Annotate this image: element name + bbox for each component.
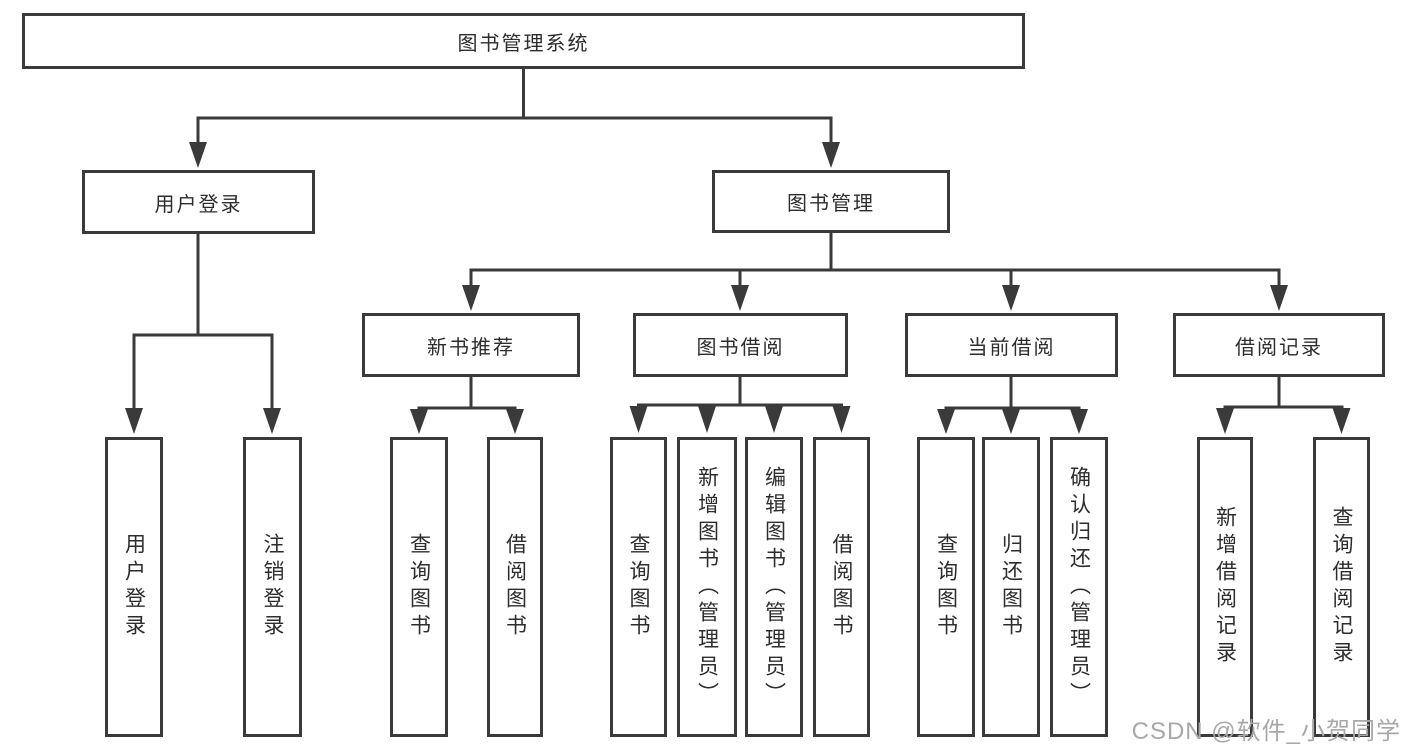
leaf-query-books-current-label: 查询图书 (934, 533, 958, 641)
leaf-query-borrow-record-label: 查询借阅记录 (1330, 506, 1353, 668)
node-borrow-records: 借阅记录 (1173, 313, 1385, 377)
edge-borrow-records-branch (1216, 377, 1351, 434)
leaf-borrow-books-recommend: 借阅图书 (487, 437, 543, 737)
leaf-logout: 注销登录 (243, 437, 302, 737)
leaf-user-login-label: 用户登录 (122, 533, 146, 641)
leaf-add-borrow-record: 新增借阅记录 (1197, 437, 1253, 737)
leaf-confirm-return-admin: 确认归还（管理员） (1050, 437, 1108, 737)
leaf-add-books-admin: 新增图书（管理员） (677, 437, 737, 737)
node-current-borrow-label: 当前借阅 (967, 336, 1056, 359)
node-root-label: 图书管理系统 (457, 32, 590, 55)
edge-current-borrow-branch (937, 377, 1088, 434)
node-book-borrow-label: 图书借阅 (696, 336, 785, 359)
leaf-borrow-books: 借阅图书 (813, 437, 870, 737)
leaf-query-books-recommend: 查询图书 (390, 437, 448, 737)
leaf-query-books-borrow: 查询图书 (610, 437, 667, 737)
node-user-login-label: 用户登录 (154, 193, 243, 216)
edge-user-login-branch (125, 234, 281, 434)
leaf-confirm-return-admin-label: 确认归还（管理员） (1067, 465, 1091, 709)
leaf-borrow-books-recommend-label: 借阅图书 (503, 533, 527, 641)
leaf-borrow-books-label: 借阅图书 (830, 533, 853, 641)
csdn-watermark: CSDN @软件_小贺同学 (1131, 718, 1401, 745)
leaf-logout-label: 注销登录 (261, 533, 284, 641)
edge-book-management-branch (462, 233, 1288, 311)
leaf-add-books-admin-label: 新增图书（管理员） (695, 465, 719, 709)
leaf-query-books-borrow-label: 查询图书 (627, 533, 650, 641)
leaf-query-books-recommend-label: 查询图书 (407, 533, 431, 641)
leaf-add-borrow-record-label: 新增借阅记录 (1213, 506, 1237, 668)
node-new-book-recommend-label: 新书推荐 (427, 336, 515, 359)
node-borrow-records-label: 借阅记录 (1235, 336, 1323, 359)
edge-new-book-recommend-branch (410, 377, 524, 434)
leaf-user-login: 用户登录 (105, 437, 163, 737)
node-new-book-recommend: 新书推荐 (362, 313, 580, 377)
node-root-library-system: 图书管理系统 (22, 13, 1025, 69)
edge-root-to-level2 (189, 69, 840, 168)
leaf-edit-books-admin-label: 编辑图书（管理员） (762, 465, 786, 709)
leaf-return-books: 归还图书 (982, 437, 1040, 737)
node-book-management-label: 图书管理 (787, 193, 875, 215)
node-current-borrow: 当前借阅 (905, 313, 1118, 377)
leaf-return-books-label: 归还图书 (999, 533, 1023, 641)
leaf-query-books-current: 查询图书 (917, 437, 975, 737)
edge-book-borrow-branch (629, 377, 851, 433)
leaf-query-borrow-record: 查询借阅记录 (1313, 437, 1370, 737)
node-user-login: 用户登录 (82, 170, 315, 234)
node-book-management: 图书管理 (712, 170, 950, 233)
leaf-edit-books-admin: 编辑图书（管理员） (745, 437, 803, 737)
node-book-borrow: 图书借阅 (633, 313, 848, 377)
